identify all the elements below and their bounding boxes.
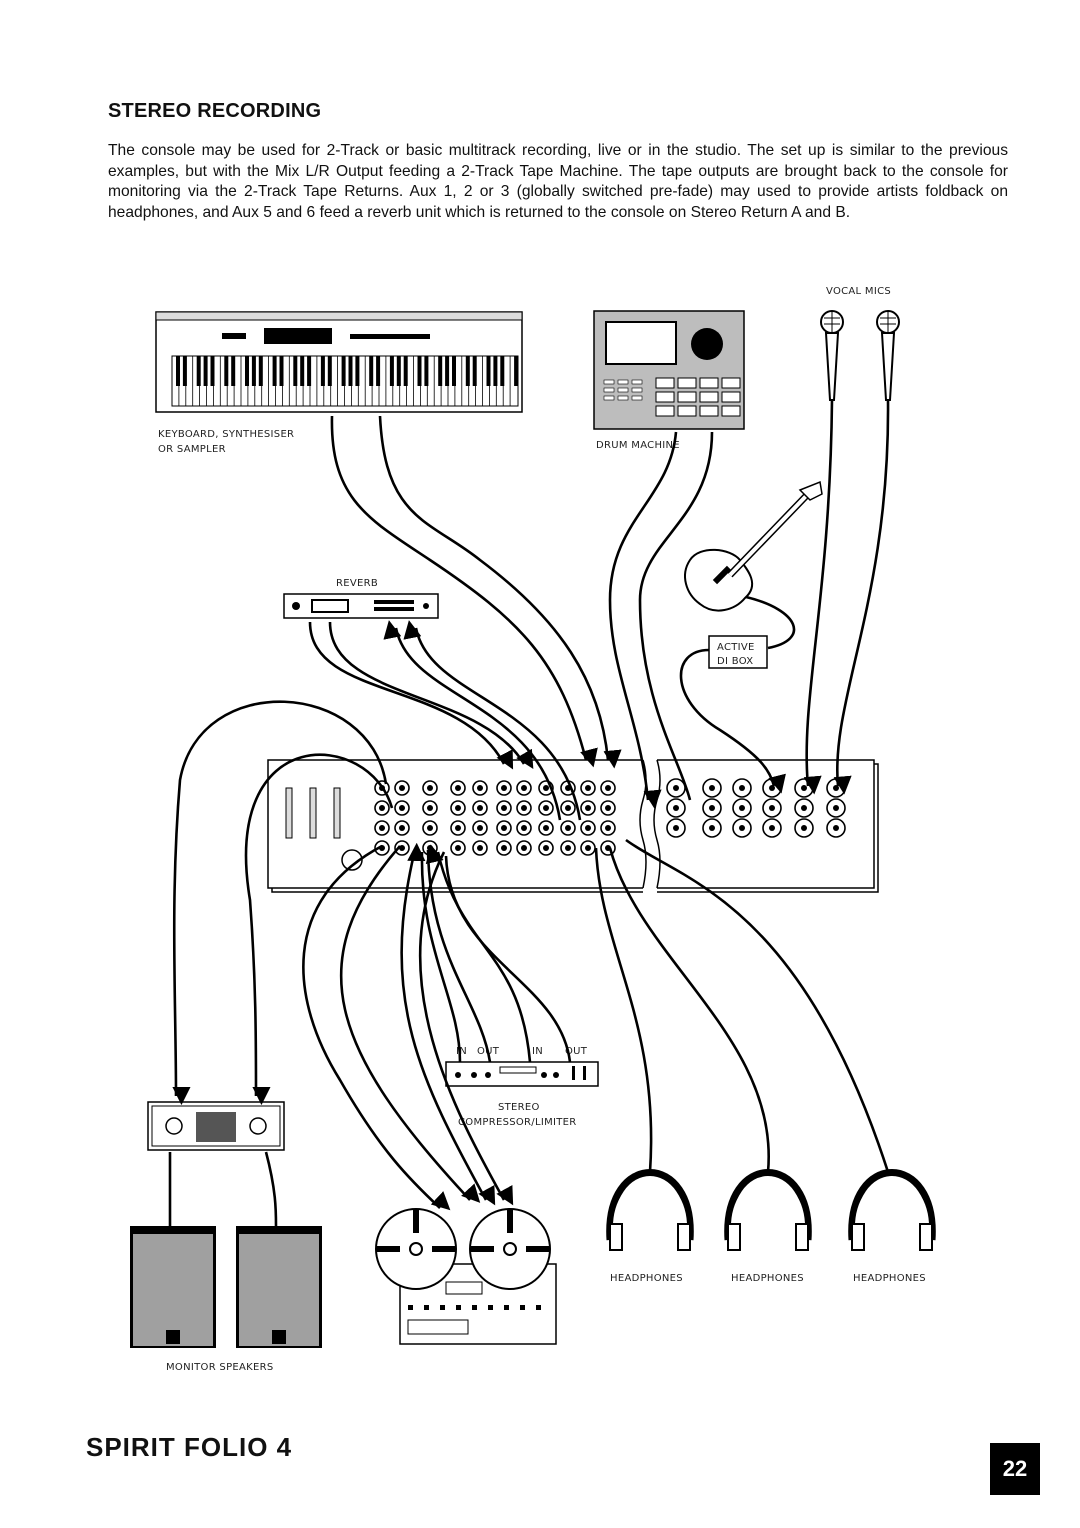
brand-title: SPIRIT FOLIO 4 (86, 1432, 293, 1462)
reverb-unit (283, 593, 439, 619)
comp-out-2: OUT (565, 1046, 588, 1057)
active-di-box (708, 635, 768, 669)
vocal-mic-1 (820, 310, 844, 401)
headphones-label-1: HEADPHONES (610, 1273, 683, 1284)
keyboard-label-2: OR SAMPLER (158, 444, 226, 455)
monitor-speaker-left (130, 1226, 216, 1348)
section-body: The console may be used for 2-Track or b… (108, 142, 1008, 221)
compressor-limiter (445, 1061, 599, 1087)
monitor-speakers-label: MONITOR SPEAKERS (166, 1362, 274, 1373)
comp-in-2: IN (532, 1046, 543, 1057)
active-di-label-1: ACTIVE (717, 642, 755, 653)
keyboard-synthesiser (155, 311, 523, 413)
compressor-label-2: COMPRESSOR/LIMITER (458, 1117, 577, 1128)
headphones-3 (848, 1169, 936, 1251)
drum-machine-label: DRUM MACHINE (596, 440, 680, 451)
electric-guitar (684, 480, 823, 612)
comp-in-1: IN (456, 1046, 467, 1057)
vocal-mics-label: VOCAL MICS (826, 286, 891, 297)
tape-machine (375, 1208, 557, 1345)
headphones-label-3: HEADPHONES (853, 1273, 926, 1284)
power-amplifier (147, 1101, 285, 1151)
mixer-console (267, 756, 879, 894)
section-heading: STEREO RECORDING (108, 100, 322, 122)
headphones-2 (724, 1169, 812, 1251)
compressor-label-1: STEREO (498, 1102, 540, 1113)
headphones-label-2: HEADPHONES (731, 1273, 804, 1284)
monitor-speaker-right (236, 1226, 322, 1348)
active-di-label-2: DI BOX (717, 656, 753, 667)
vocal-mic-2 (876, 310, 900, 401)
drum-machine (593, 310, 745, 430)
cables (168, 399, 890, 1227)
headphones-1 (606, 1169, 694, 1251)
reverb-label: REVERB (336, 578, 378, 589)
page-number: 22 (990, 1443, 1040, 1495)
keyboard-label-1: KEYBOARD, SYNTHESISER (158, 429, 294, 440)
